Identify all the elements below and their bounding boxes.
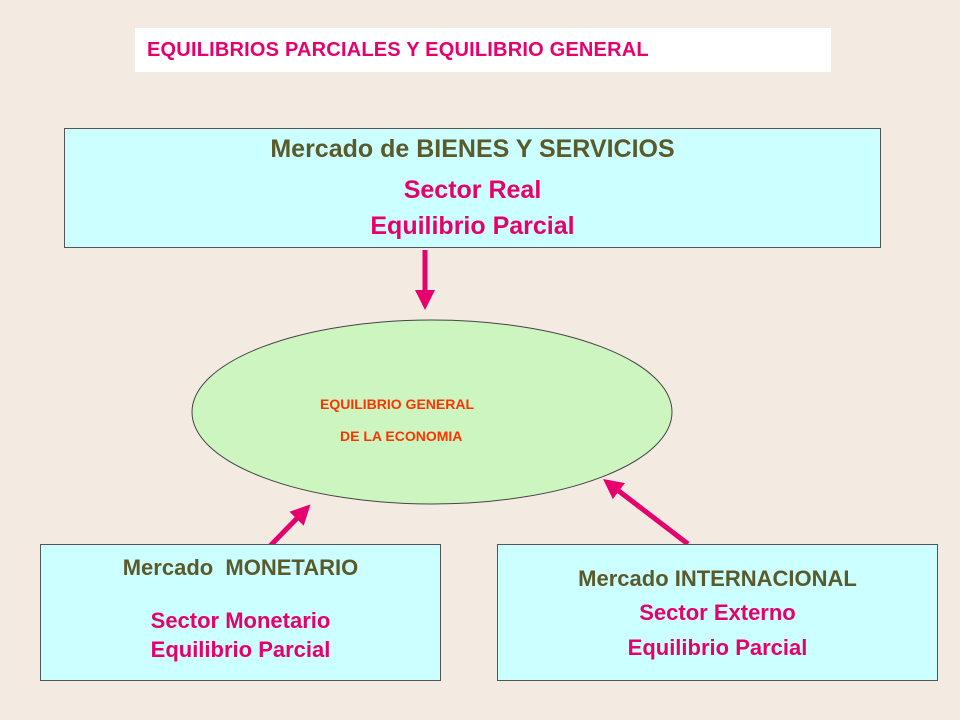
node-general-line1: EQUILIBRIO GENERAL <box>320 396 475 412</box>
node-mercado-internacional: Mercado INTERNACIONAL Sector Externo Equ… <box>497 544 938 681</box>
node-internacional-line1: Mercado INTERNACIONAL <box>578 566 857 591</box>
node-bienes-servicios: Mercado de BIENES Y SERVICIOS Sector Rea… <box>64 128 881 248</box>
diagram-title: EQUILIBRIOS PARCIALES Y EQUILIBRIO GENER… <box>135 28 831 72</box>
node-internacional-line2: Sector Externo <box>639 600 796 625</box>
node-monetario-line3: Equilibrio Parcial <box>150 637 331 662</box>
node-mercado-monetario: Mercado MONETARIO Sector Monetario Equil… <box>40 544 441 681</box>
node-general-line2: DE LA ECONOMIA <box>340 428 463 444</box>
general-equilibrium-ellipse <box>191 319 673 505</box>
node-real-line1: Mercado de BIENES Y SERVICIOS <box>270 135 675 163</box>
node-real-line3: Equilibrio Parcial <box>370 212 575 240</box>
node-monetario-line2: Sector Monetario <box>150 608 331 633</box>
arrow-internacional-to-general <box>603 478 690 546</box>
node-internacional-line3: Equilibrio Parcial <box>627 635 808 660</box>
node-real-line2: Sector Real <box>403 176 542 204</box>
arrow-monetario-to-general <box>268 504 311 548</box>
node-monetario-line1: Mercado MONETARIO <box>122 555 359 580</box>
